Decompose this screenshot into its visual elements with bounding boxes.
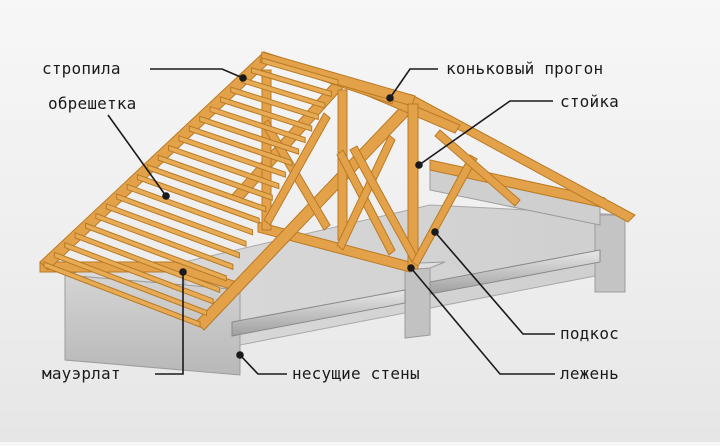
batten-slat xyxy=(168,144,280,190)
leader-ridge-purlin xyxy=(389,68,438,99)
label-bearing-walls: несущие стены xyxy=(292,364,420,383)
battens-group xyxy=(43,57,339,328)
leader-brace xyxy=(434,231,555,335)
batten-slat xyxy=(136,173,260,224)
leader-post xyxy=(418,100,553,166)
leader-mauerlat xyxy=(155,272,184,375)
label-sill-beam: лежень xyxy=(560,364,619,383)
sill-beam-lezhen xyxy=(257,221,411,273)
batten-slat xyxy=(95,212,234,271)
post-back xyxy=(261,69,272,231)
batten-slat xyxy=(126,183,254,236)
batten-slat xyxy=(251,67,332,98)
batten-slat xyxy=(157,154,273,201)
leader-rafters xyxy=(150,68,244,79)
batten-slat xyxy=(116,193,247,248)
label-rafters: стропила xyxy=(42,59,121,78)
floor-beam-front xyxy=(231,289,406,337)
batten-slat xyxy=(53,251,208,317)
label-mauerlat: мауэрлат xyxy=(42,364,121,383)
batten-slat xyxy=(261,57,339,86)
batten-slat xyxy=(178,135,286,178)
batten-slat xyxy=(230,86,319,121)
label-battens: обрешетка xyxy=(48,94,137,113)
inner-bearing-wall xyxy=(404,267,431,339)
leader-bearing-walls xyxy=(239,354,287,375)
label-post: стойка xyxy=(560,92,619,111)
brace-rear-1 xyxy=(434,129,521,207)
brace-back-2 xyxy=(263,112,331,226)
batten-slat xyxy=(199,115,300,155)
batten-slat xyxy=(85,222,227,282)
batten-slat xyxy=(147,164,267,213)
batten-slat xyxy=(188,125,293,167)
label-brace: подкос xyxy=(560,324,619,343)
batten-slat xyxy=(209,105,306,144)
batten-slat xyxy=(219,96,313,132)
brace-front-right xyxy=(411,154,478,267)
batten-slat xyxy=(105,202,240,259)
leader-sill-beam xyxy=(410,267,555,375)
batten-slat xyxy=(43,261,201,328)
leader-lines xyxy=(107,68,555,375)
leader-battens xyxy=(107,114,167,197)
batten-slat xyxy=(64,241,214,305)
label-ridge-purlin: коньковый прогон xyxy=(446,59,604,78)
brace-mid-2 xyxy=(336,134,396,251)
